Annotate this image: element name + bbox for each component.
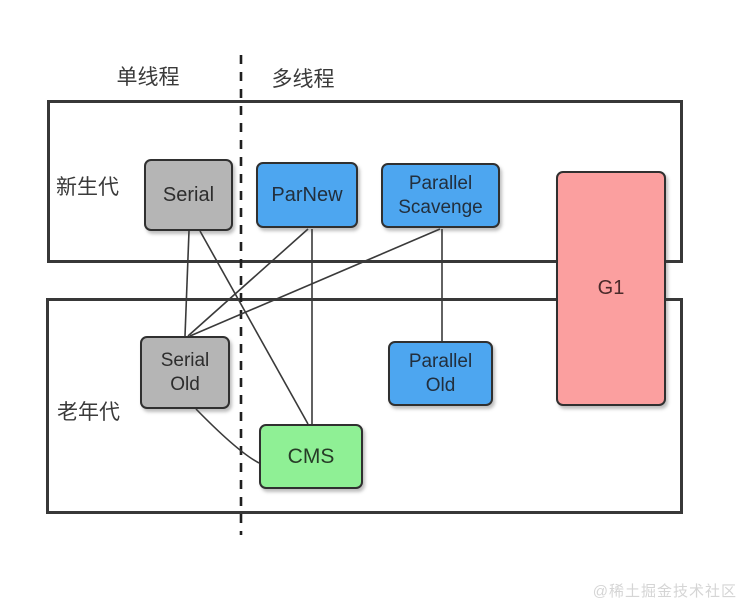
node-serial: Serial bbox=[144, 159, 233, 231]
node-parallel-scavenge: Parallel Scavenge bbox=[381, 163, 500, 228]
node-serial-old-label-line2: Old bbox=[170, 373, 200, 395]
node-cms-label: CMS bbox=[287, 444, 335, 468]
node-g1: G1 bbox=[556, 171, 666, 406]
node-serial-old-label-line1: Serial bbox=[160, 350, 210, 372]
node-parnew-label: ParNew bbox=[271, 183, 343, 206]
node-parallel-old-label-line2: Old bbox=[425, 374, 456, 396]
juejin-watermark: @稀土掘金技术社区 bbox=[592, 583, 737, 600]
node-serial-label: Serial bbox=[162, 183, 215, 206]
column-label-single-thread: 单线程 bbox=[116, 66, 180, 89]
node-parallel-old-label-line1: Parallel bbox=[408, 351, 473, 373]
node-g1-label: G1 bbox=[597, 277, 625, 300]
node-cms: CMS bbox=[259, 424, 363, 489]
node-parnew: ParNew bbox=[256, 162, 358, 228]
node-parallel-scavenge-label-line1: Parallel bbox=[408, 173, 473, 195]
column-label-multi-thread: 多线程 bbox=[271, 68, 335, 91]
node-parallel-old: Parallel Old bbox=[388, 341, 493, 406]
node-serial-old: Serial Old bbox=[140, 336, 230, 409]
young-generation-label: 新生代 bbox=[56, 176, 119, 199]
old-generation-label: 老年代 bbox=[57, 401, 120, 424]
node-parallel-scavenge-label-line2: Scavenge bbox=[398, 196, 483, 218]
